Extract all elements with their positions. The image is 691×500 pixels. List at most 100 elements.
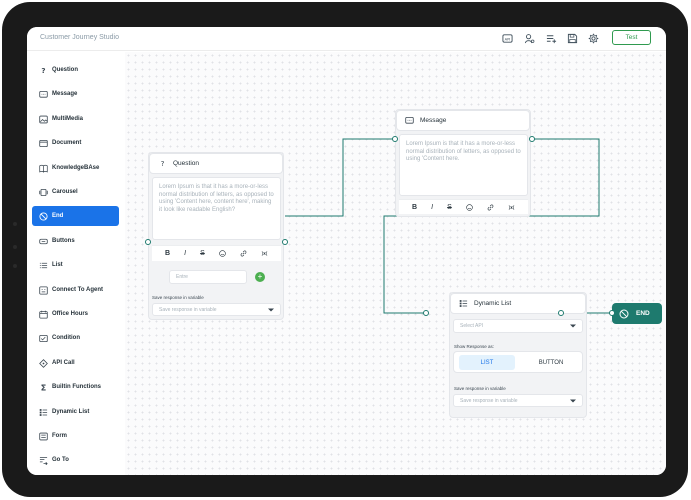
sidebar-item-label: Go To [52, 457, 69, 463]
question-output-port[interactable] [282, 239, 288, 245]
message-icon [38, 89, 48, 99]
camera-dot [13, 245, 17, 249]
sidebar-item-list[interactable]: List [32, 255, 119, 275]
calendar-icon [38, 309, 48, 319]
sidebar-item-label: Dynamic List [52, 409, 90, 415]
message-node[interactable]: Message Lorem Ipsum is that it has a mor… [395, 109, 531, 217]
emoji-icon[interactable] [219, 250, 226, 257]
message-icon [404, 116, 414, 126]
question-icon: ? [157, 159, 167, 169]
sidebar-item-go-to[interactable]: Go To [32, 450, 119, 470]
dynamic-list-output-port[interactable] [558, 310, 564, 316]
save-response-select[interactable]: Save response in variable [453, 394, 583, 407]
save-response-label: Save response in variable [152, 295, 204, 300]
italic-icon[interactable]: I [184, 250, 187, 257]
message-node-title: Message [420, 117, 447, 124]
chevron-down-icon [268, 308, 274, 311]
sidebar-item-api-call[interactable]: API Call [32, 353, 119, 373]
sidebar-item-label: Builtin Functions [52, 384, 101, 390]
document-icon [38, 138, 48, 148]
dynamic-list-input-port[interactable] [423, 310, 429, 316]
sidebar-item-label: API Call [52, 360, 75, 366]
chevron-down-icon [570, 399, 576, 402]
end-node[interactable]: END [612, 303, 662, 324]
variable-icon[interactable] [261, 250, 268, 257]
sidebar-item-label: MultiMedia [52, 116, 83, 122]
flow-canvas[interactable]: ? Question Lorem Ipsum is that it has a … [125, 52, 666, 475]
sidebar-item-connect-to-agent[interactable]: Connect To Agent [32, 280, 119, 300]
sigma-icon: Σ [38, 382, 48, 392]
save-response-placeholder: Save response in variable [159, 306, 217, 313]
svg-text:?: ? [41, 66, 45, 75]
strikethrough-icon[interactable]: S [200, 250, 205, 257]
select-api-dropdown[interactable]: Select API [453, 319, 583, 333]
question-node[interactable]: ? Question Lorem Ipsum is that it has a … [148, 152, 284, 320]
variable-icon[interactable] [508, 204, 515, 211]
button-icon [38, 236, 48, 246]
add-option-button[interactable]: + [255, 272, 265, 282]
sidebar-item-builtin-functions[interactable]: Σ Builtin Functions [32, 377, 119, 397]
gear-icon[interactable] [587, 32, 599, 44]
user-settings-icon[interactable] [523, 32, 535, 44]
option-input[interactable]: Entre [169, 270, 247, 284]
top-bar: Customer Journey Studio API Test [27, 27, 666, 51]
api-icon[interactable]: API [501, 32, 513, 44]
save-response-label: Save response in variable [454, 386, 506, 391]
emoji-icon[interactable] [466, 203, 473, 211]
sidebar-item-label: Message [52, 91, 78, 97]
message-format-toolbar: B I S [399, 199, 528, 214]
sidebar-item-condition[interactable]: Condition [32, 328, 119, 348]
sidebar-item-multimedia[interactable]: MultiMedia [32, 109, 119, 129]
sidebar-item-question[interactable]: ? Question [32, 60, 119, 80]
save-icon[interactable] [566, 32, 578, 44]
bold-icon[interactable]: B [412, 203, 418, 211]
sidebar-item-label: Question [52, 67, 79, 73]
sidebar-item-document[interactable]: Document [32, 133, 119, 153]
sidebar-item-carousel[interactable]: Carousel [32, 182, 119, 202]
end-input-port[interactable] [609, 310, 615, 316]
button-option-button[interactable]: BUTTON [538, 359, 564, 366]
save-response-placeholder: Save response in variable [460, 397, 518, 404]
dynamic-list-icon [458, 299, 468, 309]
question-input-port[interactable] [145, 239, 151, 245]
question-text-editor[interactable]: Lorem Ipsum is that it has a more-or-les… [152, 177, 281, 240]
strikethrough-icon[interactable]: S [447, 203, 452, 211]
sidebar-item-end[interactable]: End [32, 206, 119, 226]
message-input-port[interactable] [392, 136, 398, 142]
camera-dot [13, 222, 17, 226]
sidebar-item-form[interactable]: Form [32, 426, 119, 446]
message-output-port[interactable] [529, 136, 535, 142]
dynamic-list-node[interactable]: Dynamic List Select API Show Response as… [449, 292, 587, 418]
sidebar-item-knowledgebase[interactable]: KnowledgeBAse [32, 158, 119, 178]
sidebar-item-label: Form [52, 433, 67, 439]
svg-text:Σ: Σ [40, 383, 46, 392]
link-icon[interactable] [240, 250, 247, 257]
message-text-editor[interactable]: Lorem Ipsum is that it has a more-or-les… [399, 134, 528, 196]
list-add-icon[interactable] [545, 32, 557, 44]
show-response-label: Show Response as: [454, 344, 495, 349]
dynamic-list-node-header[interactable]: Dynamic List [450, 293, 586, 314]
image-icon [38, 114, 48, 124]
link-icon[interactable] [487, 204, 494, 211]
bold-icon[interactable]: B [165, 250, 171, 257]
block-icon [38, 211, 48, 221]
goto-icon [38, 455, 48, 465]
sidebar-item-office-hours[interactable]: Office Hours [32, 304, 119, 324]
sidebar-item-label: Document [52, 140, 82, 146]
sidebar-item-label: Condition [52, 335, 80, 341]
sidebar-item-buttons[interactable]: Buttons [32, 231, 119, 251]
sidebar-item-label: Office Hours [52, 311, 89, 317]
sidebar-item-label: List [52, 262, 63, 268]
list-option-button[interactable]: LIST [459, 355, 515, 370]
sidebar-item-dynamic-list[interactable]: Dynamic List [32, 402, 119, 422]
sidebar-item-message[interactable]: Message [32, 84, 119, 104]
question-node-header[interactable]: ? Question [149, 153, 283, 174]
condition-icon [38, 333, 48, 343]
save-response-select[interactable]: Save response in variable [152, 303, 281, 316]
italic-icon[interactable]: I [431, 203, 434, 211]
message-node-header[interactable]: Message [396, 110, 530, 131]
svg-text:API: API [504, 37, 510, 41]
dynamic-list-icon [38, 407, 48, 417]
test-button[interactable]: Test [612, 30, 651, 45]
question-node-title: Question [173, 160, 200, 167]
